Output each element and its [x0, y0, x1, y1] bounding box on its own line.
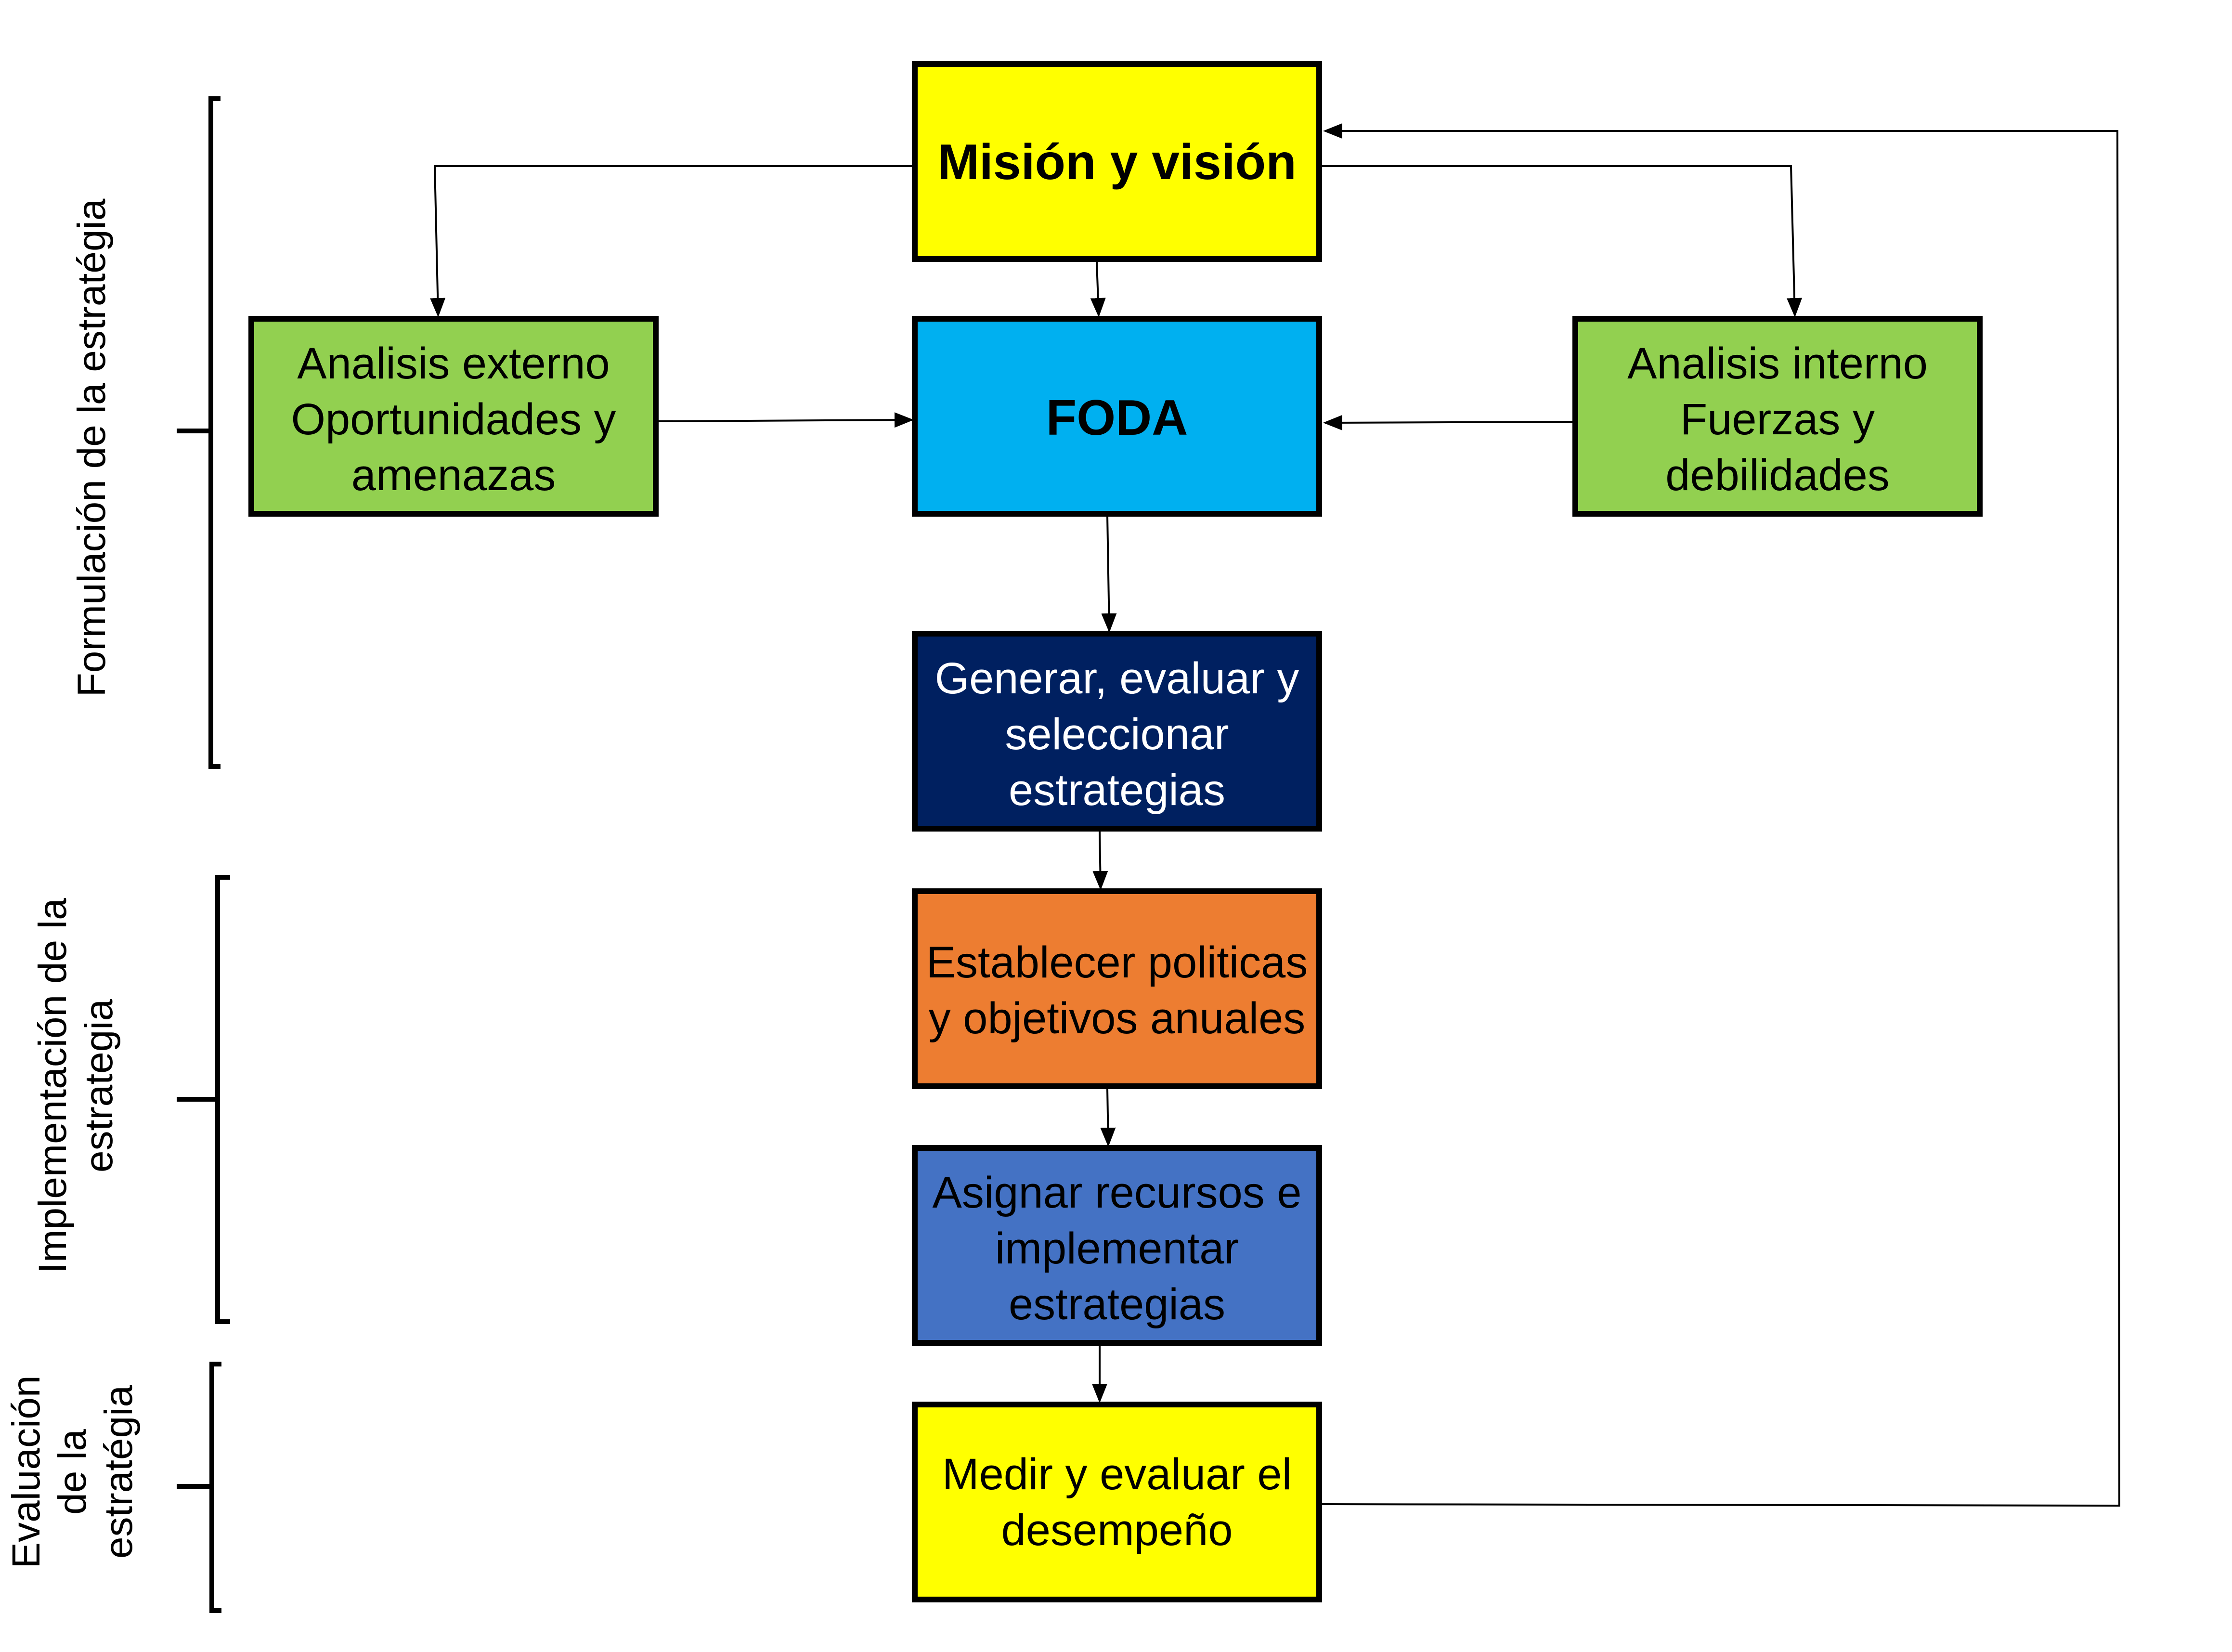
- establecer-box: [912, 888, 1322, 1089]
- node-text-line: Fuerzas y: [1680, 395, 1875, 444]
- implementacion-bracket: Implementación de laestrategia: [31, 875, 230, 1324]
- arrow-interno-to-foda: [1323, 415, 1576, 430]
- foda-label: FODA: [1046, 390, 1188, 446]
- node-text-line: Oportunidades y: [291, 395, 616, 444]
- node-text-line: estrategias: [1009, 766, 1225, 815]
- node-text-line: Analisis interno: [1627, 339, 1928, 388]
- mision-label: Misión y visión: [937, 134, 1296, 190]
- phase-text-line: estratégia: [97, 1385, 141, 1559]
- generar-box: [912, 631, 1322, 832]
- phase-text-line: estrategia: [77, 999, 121, 1173]
- phase-text-line: Evaluación: [4, 1375, 48, 1568]
- phase-text-line: Implementación de la: [31, 898, 75, 1274]
- establecer-node: Establecer politicas y objetivos anuales: [912, 888, 1322, 1089]
- formulacion-bracket: Formulación de la estratégia: [70, 96, 221, 769]
- foda-box: [912, 316, 1322, 517]
- node-text-line: Generar, evaluar y: [935, 654, 1299, 703]
- arrow-mision-to-interno: [1322, 165, 1803, 317]
- node-text-line: Medir y evaluar el: [942, 1450, 1292, 1499]
- asignar-box: [912, 1145, 1322, 1346]
- asignar-label: Asignar recursos e implementar estrategias: [933, 1168, 1302, 1329]
- arrow-mision-to-foda: [1090, 261, 1106, 317]
- medir-box: [912, 1402, 1322, 1602]
- phase-text-line: Formulación de la estratégia: [70, 198, 114, 697]
- node-text-line: seleccionar: [1005, 710, 1229, 759]
- arrow-establecer-to-asignar: [1100, 1088, 1116, 1147]
- evaluacion-label: Evaluaciónde laestratégia: [4, 1375, 141, 1568]
- arrow-generar-to-establecer: [1092, 831, 1108, 890]
- node-text-line: Asignar recursos e: [933, 1168, 1302, 1217]
- evaluacion-bracket: Evaluaciónde laestratégia: [4, 1362, 221, 1613]
- node-text-line: amenazas: [351, 451, 556, 500]
- node-text-line: debilidades: [1665, 451, 1889, 500]
- implementacion-brace: [177, 875, 230, 1324]
- mision-node: Misión y visión: [912, 61, 1322, 262]
- arrow-feedback-medir-to-mision: [1322, 123, 2121, 1507]
- node-text-line: Analisis externo: [297, 339, 610, 388]
- arrow-externo-to-foda: [656, 412, 914, 428]
- node-text-line: Establecer politicas: [926, 938, 1308, 987]
- generar-label: Generar, evaluar y seleccionar estrategias: [935, 654, 1299, 815]
- generar-node: Generar, evaluar y seleccionar estrategias: [912, 631, 1322, 832]
- arrow-mision-to-externo: [430, 165, 915, 317]
- node-text-line: implementar: [995, 1224, 1239, 1273]
- implementacion-label: Implementación de laestrategia: [31, 898, 121, 1274]
- phase-text-line: de la: [51, 1429, 94, 1515]
- formulacion-label: Formulación de la estratégia: [70, 198, 114, 697]
- node-text-line: y objetivos anuales: [929, 994, 1306, 1043]
- connectors: [430, 123, 2121, 1507]
- medir-node: Medir y evaluar el desempeño: [912, 1402, 1322, 1602]
- establecer-label: Establecer politicas y objetivos anuales: [926, 938, 1308, 1043]
- asignar-node: Asignar recursos e implementar estrategias: [912, 1145, 1322, 1346]
- externo-box: [248, 316, 659, 517]
- evaluacion-brace: [177, 1362, 221, 1613]
- medir-label: Medir y evaluar el desempeño: [942, 1450, 1292, 1555]
- foda-node: FODA: [912, 316, 1322, 517]
- node-text-line: estrategias: [1009, 1280, 1225, 1329]
- interno-box: [1572, 316, 1983, 517]
- arrow-foda-to-generar: [1101, 515, 1117, 633]
- mision-box: [912, 61, 1322, 262]
- node-text-line: Misión y visión: [937, 134, 1296, 190]
- node-text-line: desempeño: [1001, 1506, 1233, 1555]
- node-text-line: FODA: [1046, 390, 1188, 446]
- formulacion-brace: [177, 96, 221, 769]
